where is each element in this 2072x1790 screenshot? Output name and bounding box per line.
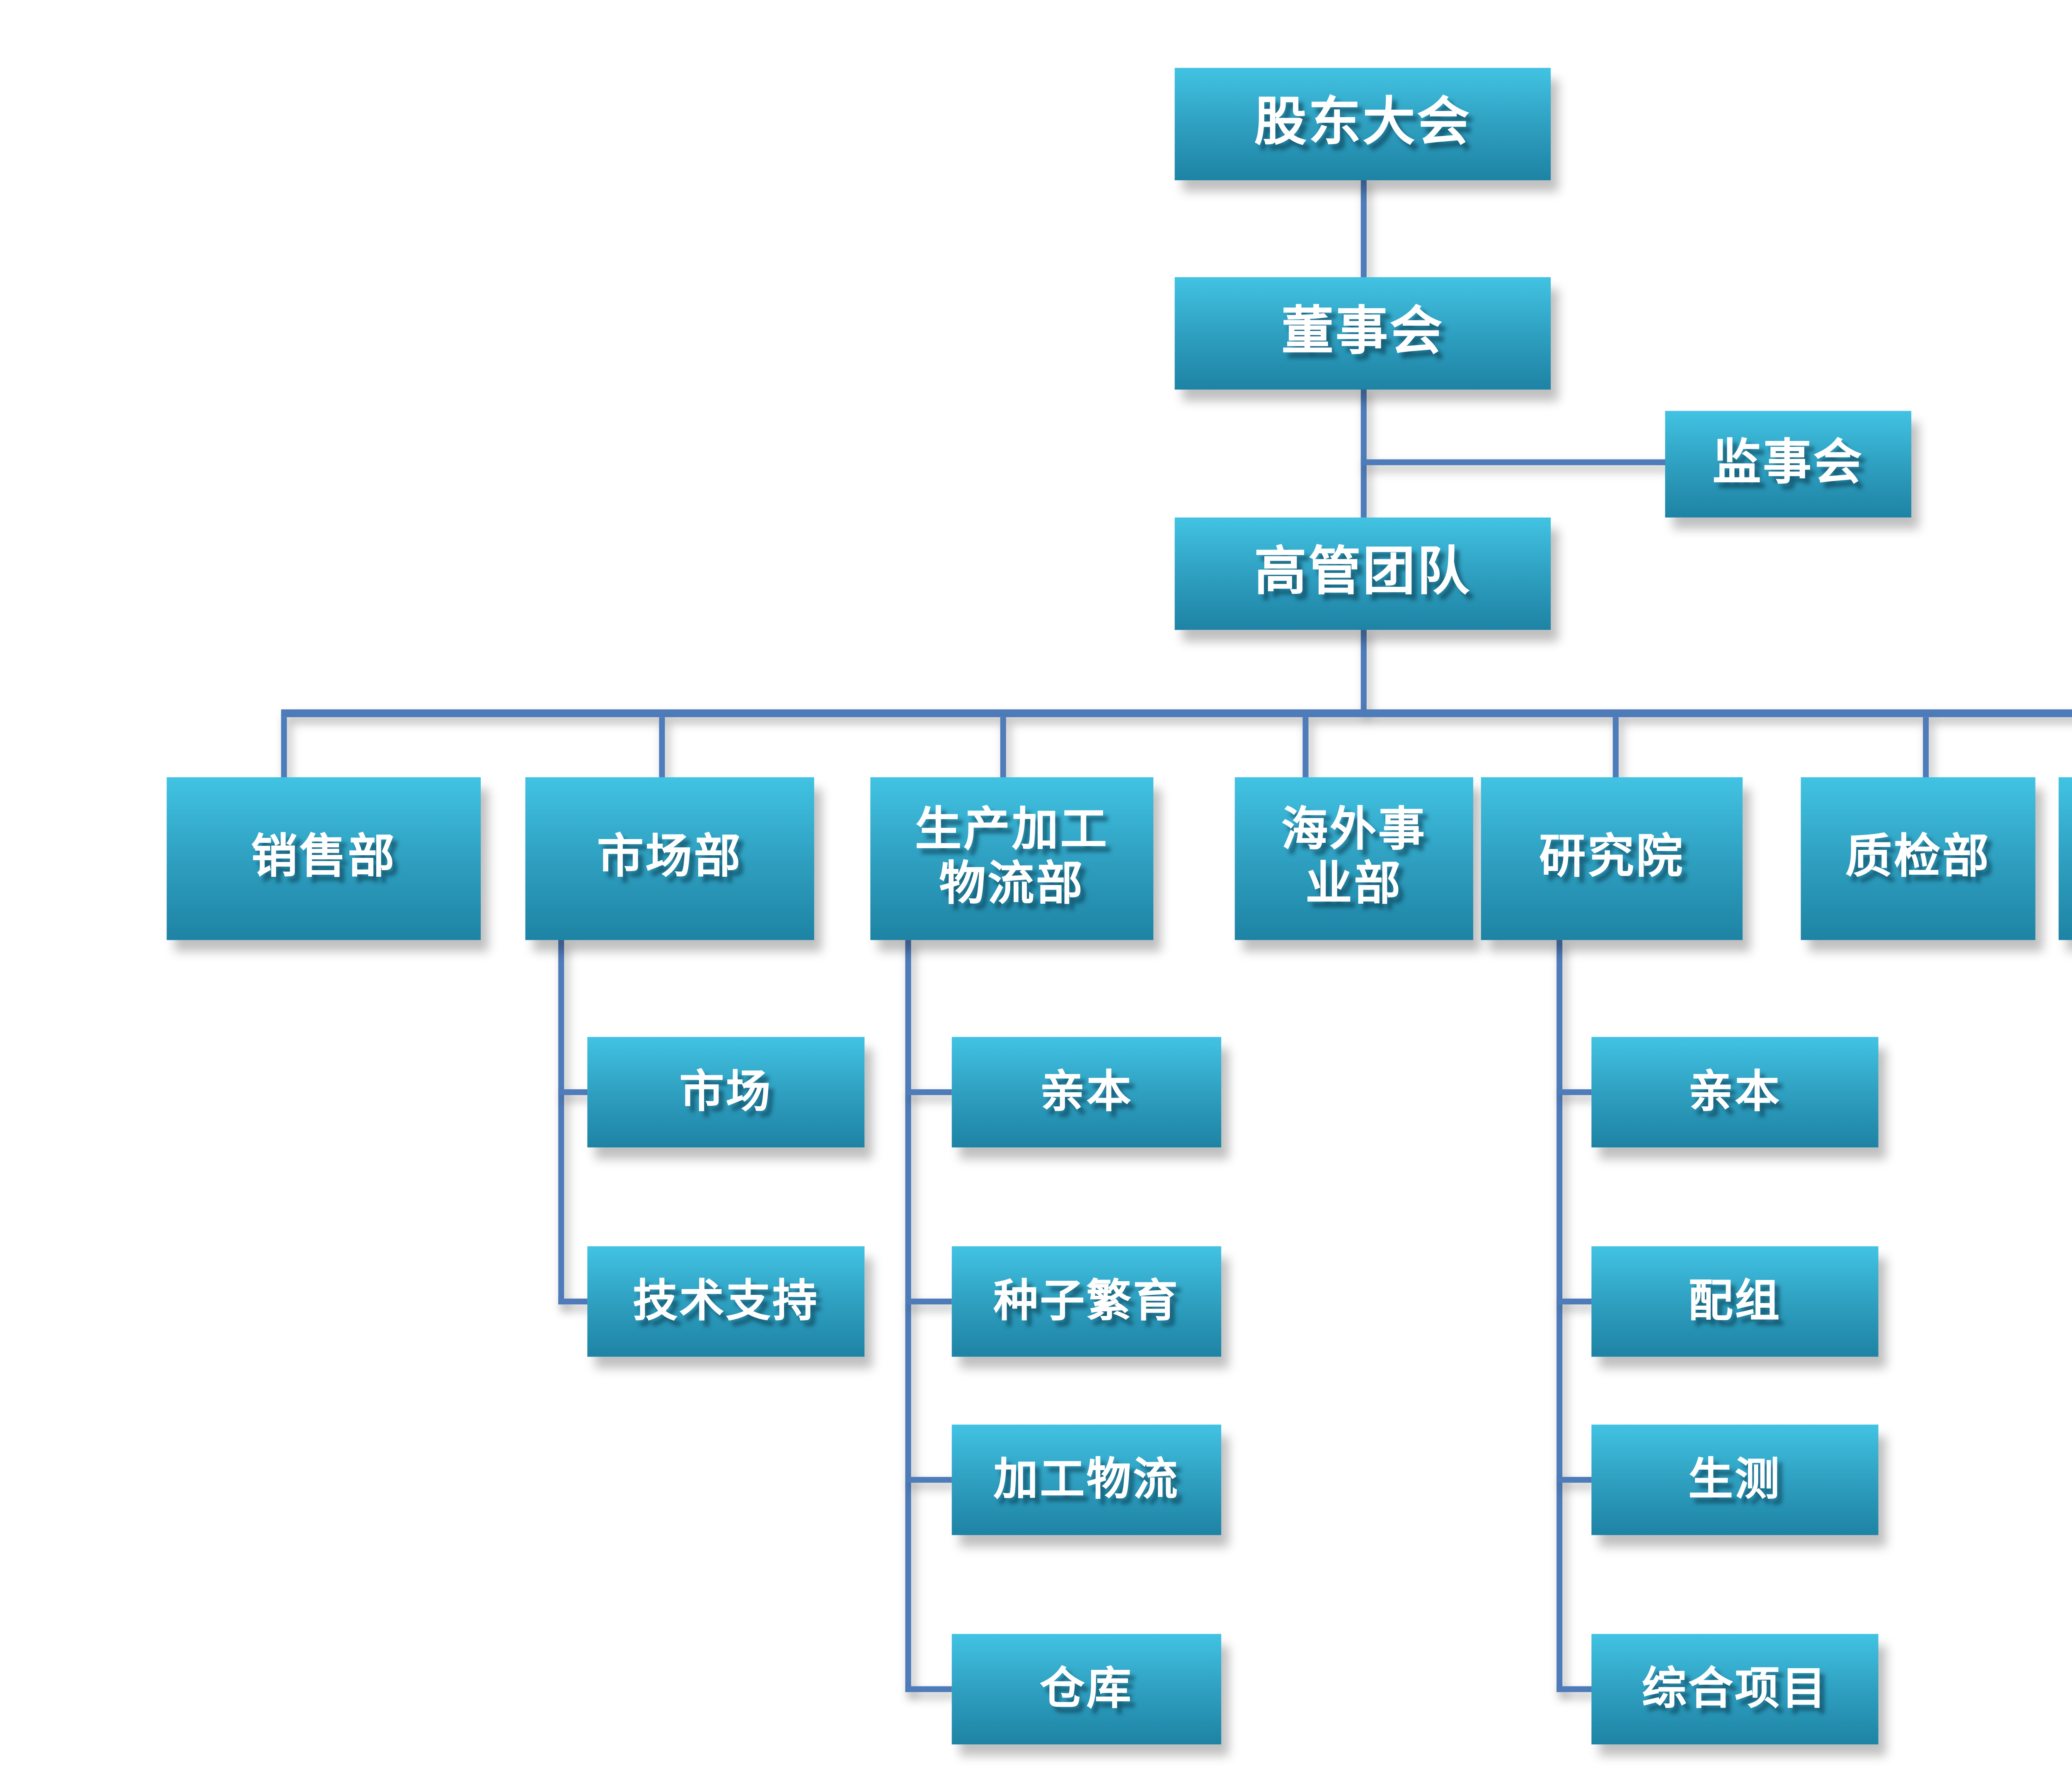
org-node-quality-inspection-dept[interactable]: 质检部 xyxy=(1801,777,2036,940)
connector-elbow-pairing xyxy=(1556,1299,1592,1305)
org-node-processing-logistics[interactable]: 加工物流 xyxy=(951,1425,1221,1535)
org-node-board-of-directors[interactable]: 董事会 xyxy=(1174,277,1551,390)
connector-elbow-bioassay xyxy=(1556,1477,1592,1483)
connector-elbow-parent-stock xyxy=(905,1089,952,1095)
connector-elbow-comprehensive xyxy=(1556,1686,1592,1692)
org-node-tech-support[interactable]: 技术支持 xyxy=(587,1246,865,1357)
connector-board-supervisory xyxy=(1360,459,1666,465)
org-node-hr-admin-dept[interactable]: 人事行 政部 xyxy=(2058,777,2072,940)
org-node-shareholders-meeting[interactable]: 股东大会 xyxy=(1174,68,1551,181)
org-node-research-institute[interactable]: 研究院 xyxy=(1481,777,1743,940)
org-node-sales-dept[interactable]: 销售部 xyxy=(167,777,481,940)
connector-drop-quality xyxy=(1923,717,1929,779)
connector-executive-rail xyxy=(1360,628,1366,714)
org-node-parent-stock[interactable]: 亲本 xyxy=(951,1037,1221,1148)
connector-drop-production xyxy=(1000,717,1006,779)
connector-trunk-research xyxy=(1556,940,1563,1692)
connector-trunk-marketing xyxy=(558,940,564,1305)
connector-drop-research xyxy=(1612,717,1619,779)
org-node-seed-breeding[interactable]: 种子繁育 xyxy=(951,1246,1221,1357)
org-node-production-logistics-dept[interactable]: 生产加工 物流部 xyxy=(870,777,1154,940)
org-node-market[interactable]: 市场 xyxy=(587,1037,865,1148)
org-node-supervisory-board[interactable]: 监事会 xyxy=(1665,411,1912,518)
connector-drop-overseas xyxy=(1302,717,1309,779)
connector-trunk-production xyxy=(905,940,911,1692)
connector-elbow-market xyxy=(558,1089,588,1095)
org-node-pairing[interactable]: 配组 xyxy=(1591,1246,1878,1357)
org-node-marketing-dept[interactable]: 市场部 xyxy=(525,777,814,940)
org-node-executive-team[interactable]: 高管团队 xyxy=(1174,517,1551,630)
connector-rail xyxy=(281,709,2072,717)
connector-elbow-processing-logistics xyxy=(905,1477,952,1483)
connector-elbow-seed-breeding xyxy=(905,1299,952,1305)
org-node-warehouse[interactable]: 仓库 xyxy=(951,1634,1221,1744)
connector-elbow-tech-support xyxy=(558,1299,588,1305)
connector-drop-marketing xyxy=(659,717,665,779)
connector-board-executive xyxy=(1360,387,1366,520)
org-node-comprehensive-projects[interactable]: 综合项目 xyxy=(1591,1634,1878,1744)
org-node-bioassay[interactable]: 生测 xyxy=(1591,1425,1878,1535)
org-node-overseas-division[interactable]: 海外事 业部 xyxy=(1234,777,1474,940)
connector-root-board xyxy=(1360,178,1366,279)
connector-elbow-research-parent xyxy=(1556,1089,1592,1095)
org-node-research-parent-stock[interactable]: 亲本 xyxy=(1591,1037,1878,1148)
connector-elbow-warehouse xyxy=(905,1686,952,1692)
connector-drop-sales xyxy=(281,717,287,779)
